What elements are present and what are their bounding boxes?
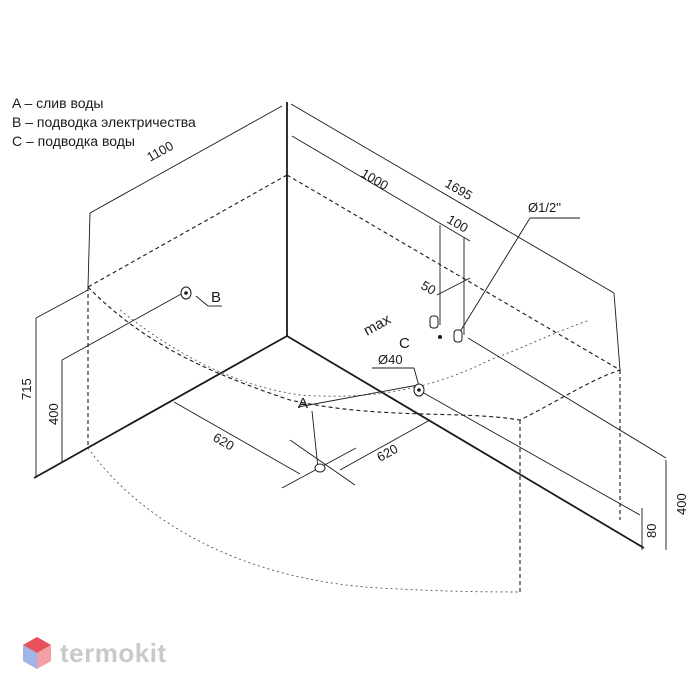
legend-b: B – подводка электричества [12,114,196,130]
dim-max: max [361,311,394,340]
dim-height-b: 400 [46,403,61,425]
marker-b: B [211,289,221,306]
tub-outline [87,174,621,592]
connection-points [180,286,463,473]
legend: A – слив воды B – подводка электричества… [12,94,196,151]
watermark: termokit [22,636,167,670]
dim-depth-right: 1000 [359,166,392,193]
dim-drain-dia: Ø40 [378,352,403,367]
wall-edges [33,102,645,549]
dim-height-total: 715 [19,378,34,400]
watermark-text: termokit [60,637,167,668]
dimension-labels: 1100 1695 1000 100 50 max Ø1/2'' Ø40 620… [19,138,689,538]
floor-drain-icon [314,463,326,473]
pipe-c-icon [429,315,439,329]
dim-height-right: 400 [674,493,689,515]
right-wall-floor-edge [286,335,645,549]
dim-width-right: 1695 [443,176,476,203]
marker-labels: A B C [211,289,410,412]
legend-a: A – слив воды [12,95,104,111]
dim-drain-left: 620 [211,430,237,454]
marker-c: C [399,335,410,352]
left-wall-floor-edge [33,335,288,479]
dimension-lines [35,103,667,550]
legend-c: C – подводка воды [12,133,135,149]
dim-offset-100: 100 [445,212,471,236]
dim-drain-right: 620 [374,441,400,465]
marker-a: A [298,395,308,412]
pipe-half-icon [453,329,463,343]
dim-offset-50: 50 [419,278,439,298]
tub-inner-outline [87,309,591,593]
dim-pipe: Ø1/2'' [528,200,561,215]
dim-height-bottom: 80 [644,524,659,538]
termokit-logo-icon [23,637,51,669]
